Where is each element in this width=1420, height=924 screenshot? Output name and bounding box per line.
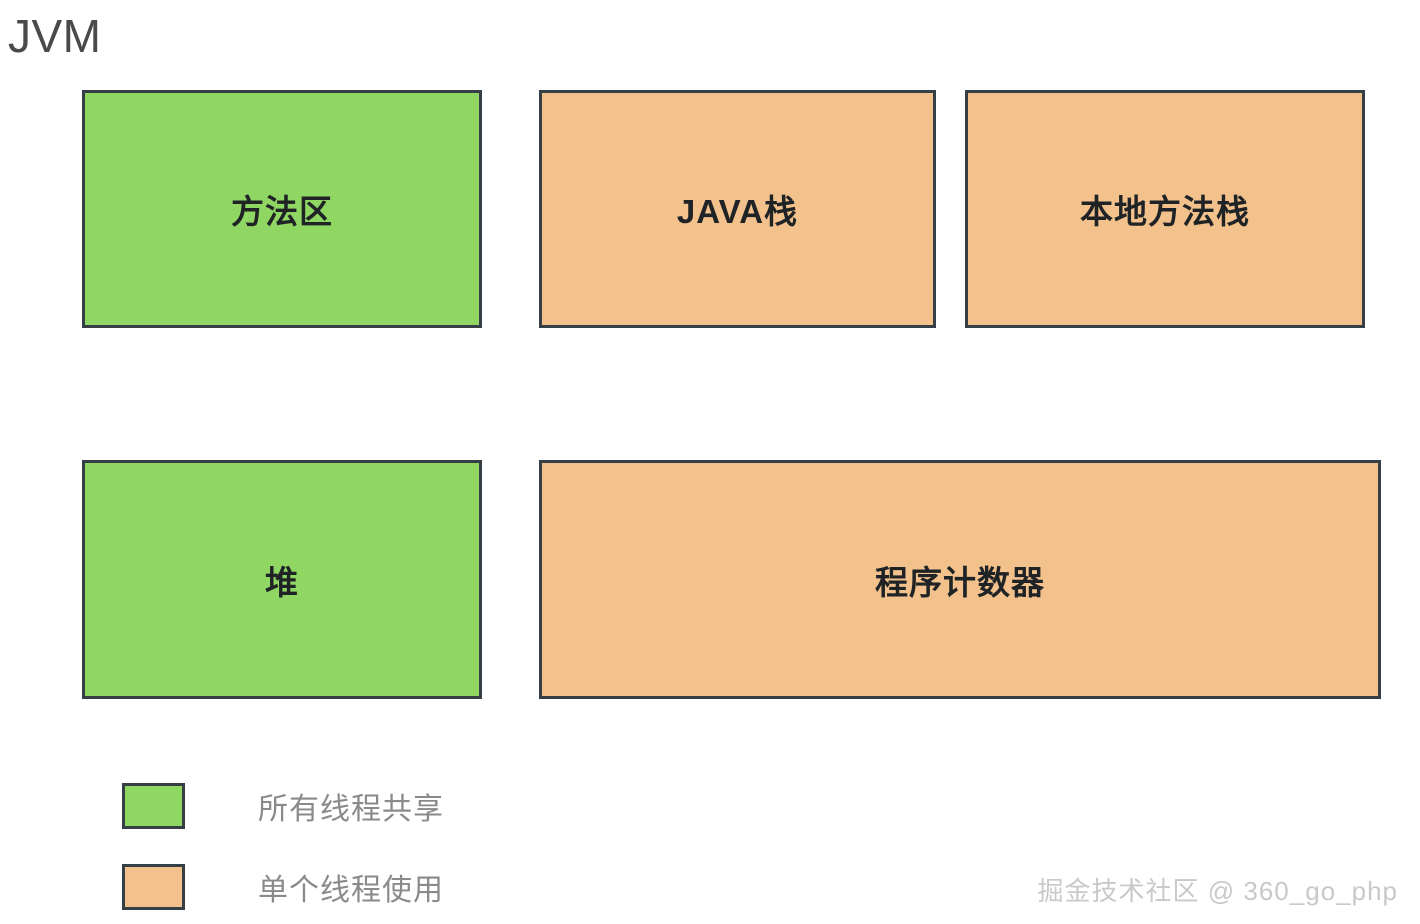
region-label-method-area: 方法区 [231, 193, 333, 230]
region-box-method-area: 方法区 [82, 90, 482, 328]
region-box-program-counter: 程序计数器 [539, 460, 1381, 699]
region-label-heap: 堆 [265, 563, 299, 601]
region-label-native-method-stack: 本地方法栈 [1080, 193, 1250, 230]
legend-label-shared: 所有线程共享 [258, 793, 444, 826]
legend: 所有线程共享 单个线程使用 [122, 783, 542, 910]
watermark: 掘金技术社区 @ 360_go_php [1037, 876, 1398, 906]
region-box-java-stack: JAVA栈 [539, 90, 936, 328]
diagram-title: JVM [8, 10, 102, 62]
region-box-heap: 堆 [82, 460, 482, 699]
region-label-java-stack: JAVA栈 [676, 193, 799, 230]
region-label-program-counter: 程序计数器 [875, 563, 1045, 601]
legend-item-shared: 所有线程共享 [122, 783, 542, 829]
region-box-native-method-stack: 本地方法栈 [965, 90, 1365, 328]
legend-item-per-thread: 单个线程使用 [122, 864, 542, 910]
legend-swatch-shared [122, 783, 185, 829]
legend-label-per-thread: 单个线程使用 [258, 874, 444, 907]
legend-swatch-per-thread [122, 864, 185, 910]
